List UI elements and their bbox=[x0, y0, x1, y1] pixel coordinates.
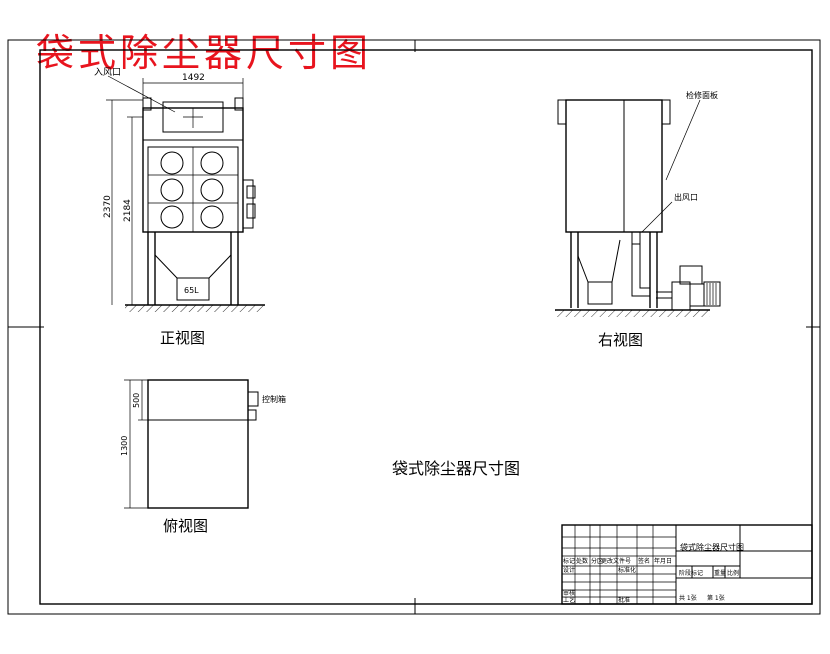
center-title: 袋式除尘器尺寸图 bbox=[392, 459, 520, 478]
tb-header-signature: 签名 bbox=[638, 557, 650, 565]
tb-header-date: 年月日 bbox=[654, 557, 672, 565]
top-view: 控制箱 500 1300 bbox=[120, 379, 286, 509]
tb-design: 设计 bbox=[563, 566, 575, 574]
top-dim-depth: 1300 bbox=[120, 436, 129, 456]
front-dim-width: 1492 bbox=[182, 73, 205, 83]
tb-drawing-name: 袋式除尘器尺寸图 bbox=[680, 542, 744, 552]
centering-marks bbox=[8, 40, 820, 614]
right-view-caption: 右视图 bbox=[598, 331, 643, 349]
tb-stage: 阶段标记 bbox=[679, 569, 703, 577]
tb-sheet-no: 第 1张 bbox=[707, 594, 725, 602]
inner-frame bbox=[39, 49, 813, 605]
tb-header-zone: 分区 bbox=[591, 557, 603, 565]
tb-weight: 重量 bbox=[714, 569, 726, 577]
tb-scale: 比例 bbox=[727, 569, 739, 577]
top-dim-small: 500 bbox=[132, 393, 141, 408]
front-inlet-label: 入风口 bbox=[94, 67, 121, 78]
tb-header-mark: 标记 bbox=[563, 557, 575, 565]
tb-header-count: 处数 bbox=[576, 557, 588, 565]
right-panel-label: 检修面板 bbox=[686, 90, 718, 100]
right-view: 检修面板 出风口 bbox=[555, 90, 721, 317]
front-dim-body-height: 2184 bbox=[123, 199, 133, 222]
sheet-border bbox=[7, 39, 821, 615]
right-outlet-label: 出风口 bbox=[674, 192, 698, 202]
tb-standardize: 标准化 bbox=[618, 566, 636, 574]
front-view-caption: 正视图 bbox=[160, 329, 205, 347]
front-view: 1492 入风口 bbox=[94, 67, 265, 312]
tb-review: 审核 bbox=[563, 589, 575, 597]
tb-sheet-total: 共 1张 bbox=[679, 594, 697, 602]
top-view-caption: 俯视图 bbox=[163, 517, 208, 535]
tb-process: 工艺 bbox=[563, 596, 575, 604]
title-block: 标记 处数 分区 更改文件号 签名 年月日 设计 标准化 审核 工艺 批准 袋式… bbox=[561, 524, 813, 605]
front-dim-total-height: 2370 bbox=[103, 195, 113, 218]
tb-header-change-doc: 更改文件号 bbox=[601, 557, 631, 565]
tb-approve: 批准 bbox=[618, 596, 630, 604]
front-hopper-label: 65L bbox=[184, 286, 199, 295]
top-control-label: 控制箱 bbox=[262, 394, 286, 404]
